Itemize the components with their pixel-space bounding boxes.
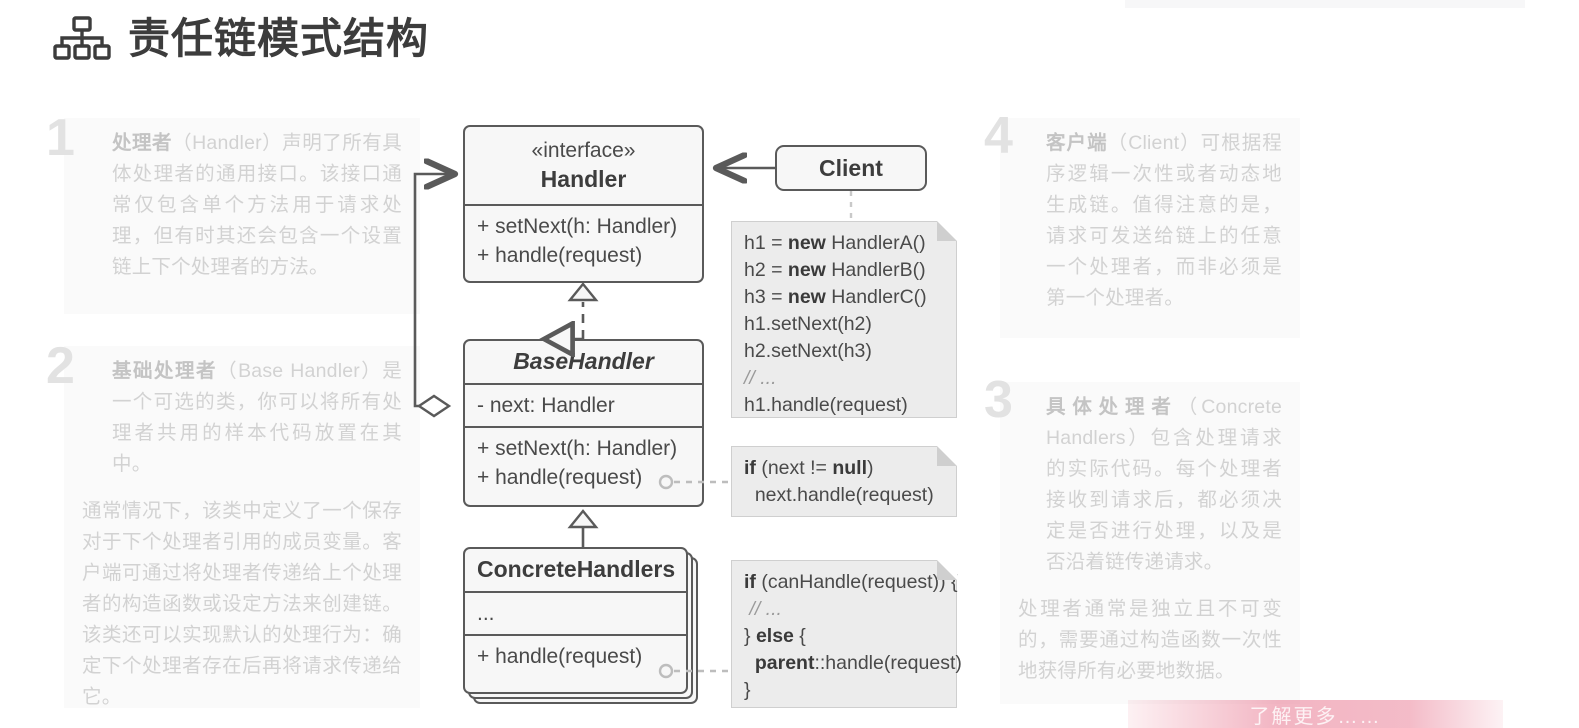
panel-2-paragraph-2: 通常情况下，该类中定义了一个保存对于下个处理者引用的成员变量。客户端可通过将处理… <box>82 500 402 708</box>
note-handle-line-1: // ... <box>744 598 782 620</box>
panel-3-paragraph-2: 处理者通常是独立且不可变的，需要通过构造函数一次性地获得所有必要地数据。 <box>1018 598 1282 682</box>
note-client-line-6: h1.handle(request) <box>744 394 908 416</box>
basehandler-field-0: - next: Handler <box>477 394 615 417</box>
note-handle-line-4: } <box>744 679 751 701</box>
info-panel-3: 3 具体处理者（Concrete Handlers）包含处理请求的实际代码。每个… <box>984 374 1300 704</box>
panel-number-4: 4 <box>984 107 1013 165</box>
note-client-line-0: h1 = new HandlerA() <box>744 232 926 254</box>
info-panel-2: 2 基础处理者（Base Handler）是一个可选的类，你可以将所有处理者共用… <box>46 340 420 708</box>
basehandler-method-1: + handle(request) <box>477 466 643 489</box>
panel-1-paragraph-1: 处理者（Handler）声明了所有具体处理者的通用接口。该接口通常仅包含单个方法… <box>82 128 402 283</box>
handler-header: «interface» Handler <box>465 127 702 204</box>
panel-3-lead: 具体处理者 <box>1046 396 1178 418</box>
concretehandlers-header: ConcreteHandlers <box>465 549 686 591</box>
note-client-line-3: h1.setNext(h2) <box>744 313 872 335</box>
basehandler-method-0: + setNext(h: Handler) <box>477 437 678 460</box>
handler-name: Handler <box>540 166 627 192</box>
uml-class-handler[interactable]: «interface» Handler + setNext(h: Handler… <box>463 125 704 283</box>
uml-class-basehandler[interactable]: BaseHandler - next: Handler + setNext(h:… <box>463 339 704 507</box>
handler-method-1: + handle(request) <box>477 244 643 267</box>
note-handle-line-3: parent::handle(request) <box>754 652 962 674</box>
info-panel-4: 4 客户端（Client）可根据程序逻辑一次性或者动态地生成链。值得注意的是，请… <box>984 110 1300 338</box>
relation-realization <box>544 282 599 339</box>
relation-aggregation <box>413 174 455 418</box>
handler-stereotype: «interface» <box>531 139 636 162</box>
relation-inheritance <box>567 509 599 547</box>
panel-number-2: 2 <box>46 337 75 395</box>
concretehandlers-field-0: ... <box>477 602 495 625</box>
panel-4-lead: 客户端 <box>1046 132 1108 154</box>
note-client-line-1: h2 = new HandlerB() <box>744 259 926 281</box>
note-client-line-4: h2.setNext(h3) <box>744 340 872 362</box>
panel-number-1: 1 <box>46 109 75 167</box>
concretehandlers-name: ConcreteHandlers <box>477 556 676 582</box>
handler-methods: + setNext(h: Handler) + handle(request) <box>465 204 702 276</box>
panel-number-3: 3 <box>984 371 1013 429</box>
basehandler-name: BaseHandler <box>513 348 654 374</box>
page-title: 责任链模式结构 <box>128 15 430 62</box>
panel-2-lead: 基础处理者 <box>112 360 218 382</box>
note-next-check: if (next != null) next.handle(request) <box>731 446 957 517</box>
panel-1-lead: 处理者 <box>112 132 173 154</box>
panel-2-paragraph-1: 基础处理者（Base Handler）是一个可选的类，你可以将所有处理者共用的样… <box>82 356 402 480</box>
basehandler-fields: - next: Handler <box>465 383 702 426</box>
note-handle-impl: if (canHandle(request)) { // ... } else … <box>731 560 962 708</box>
watermark-text: 了解更多…… <box>1249 705 1382 728</box>
footer-watermark: 了解更多…… <box>1128 700 1503 728</box>
note-client-line-5: // ... <box>744 367 777 389</box>
handler-method-0: + setNext(h: Handler) <box>477 215 678 238</box>
info-panel-1: 1 处理者（Handler）声明了所有具体处理者的通用接口。该接口通常仅包含单个… <box>46 112 420 314</box>
org-chart-icon <box>52 16 112 62</box>
note-next-line-1: next.handle(request) <box>744 484 934 506</box>
uml-class-client[interactable]: Client <box>775 145 927 191</box>
panel-4-paragraph-1: 客户端（Client）可根据程序逻辑一次性或者动态地生成链。值得注意的是，请求可… <box>1018 128 1282 314</box>
panel-3-paragraph-1: 具体处理者（Concrete Handlers）包含处理请求的实际代码。每个处理… <box>1018 392 1282 578</box>
note-handle-line-0: if (canHandle(request)) { <box>744 571 958 593</box>
panel-3-body-1: （Concrete Handlers）包含处理请求的实际代码。每个处理者接收到请… <box>1046 396 1282 573</box>
top-decoration-bar <box>1125 0 1525 8</box>
concretehandlers-method-0: + handle(request) <box>477 645 643 668</box>
basehandler-methods: + setNext(h: Handler) + handle(request) <box>465 426 702 498</box>
panel-4-body: （Client）可根据程序逻辑一次性或者动态地生成链。值得注意的是，请求可发送给… <box>1046 132 1282 309</box>
basehandler-header: BaseHandler <box>465 341 702 383</box>
page-header: 责任链模式结构 <box>52 8 429 70</box>
concretehandlers-methods: + handle(request) <box>465 634 686 677</box>
uml-class-concretehandlers[interactable]: ConcreteHandlers ... + handle(request) <box>463 547 688 694</box>
concretehandlers-fields: ... <box>465 591 686 634</box>
panel-1-body: （Handler）声明了所有具体处理者的通用接口。该接口通常仅包含单个方法用于请… <box>112 132 402 278</box>
panel-2-body-1: （Base Handler）是一个可选的类，你可以将所有处理者共用的样本代码放置… <box>112 360 402 475</box>
note-client-code: h1 = new HandlerA() h2 = new HandlerB() … <box>731 221 957 418</box>
client-name: Client <box>819 155 883 181</box>
note-next-line-0: if (next != null) <box>744 457 874 479</box>
note-client-line-2: h3 = new HandlerC() <box>744 286 927 308</box>
note-handle-line-2: } else { <box>744 625 806 647</box>
